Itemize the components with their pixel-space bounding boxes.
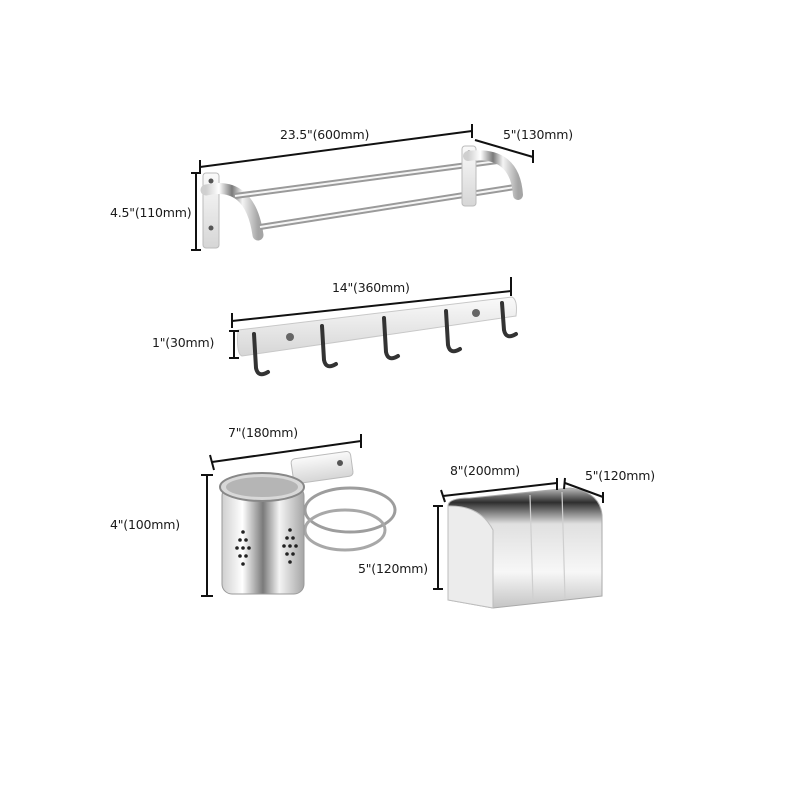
hook-rail-length-label: 14"(360mm) [332,280,410,295]
dryer-holder-height-label: 4"(100mm) [110,517,180,532]
towel-bar-illustration [200,145,523,249]
dryer-holder-illustration [219,450,397,595]
paper-holder-illustration [447,487,603,609]
paper-holder-height-label: 5"(120mm) [358,561,428,576]
dimension-lines [191,124,604,597]
hook-rail-height-label: 1"(30mm) [152,335,215,350]
paper-holder-depth-label: 5"(120mm) [585,468,655,483]
paper-holder-length-label: 8"(200mm) [450,463,520,478]
towel-bar-depth-label: 5"(130mm) [503,127,573,142]
towel-bar-height-label: 4.5"(110mm) [110,205,192,220]
hook-rail-illustration [237,296,518,377]
dryer-holder-length-label: 7"(180mm) [228,425,298,440]
towel-bar-length-label: 23.5"(600mm) [280,127,370,142]
